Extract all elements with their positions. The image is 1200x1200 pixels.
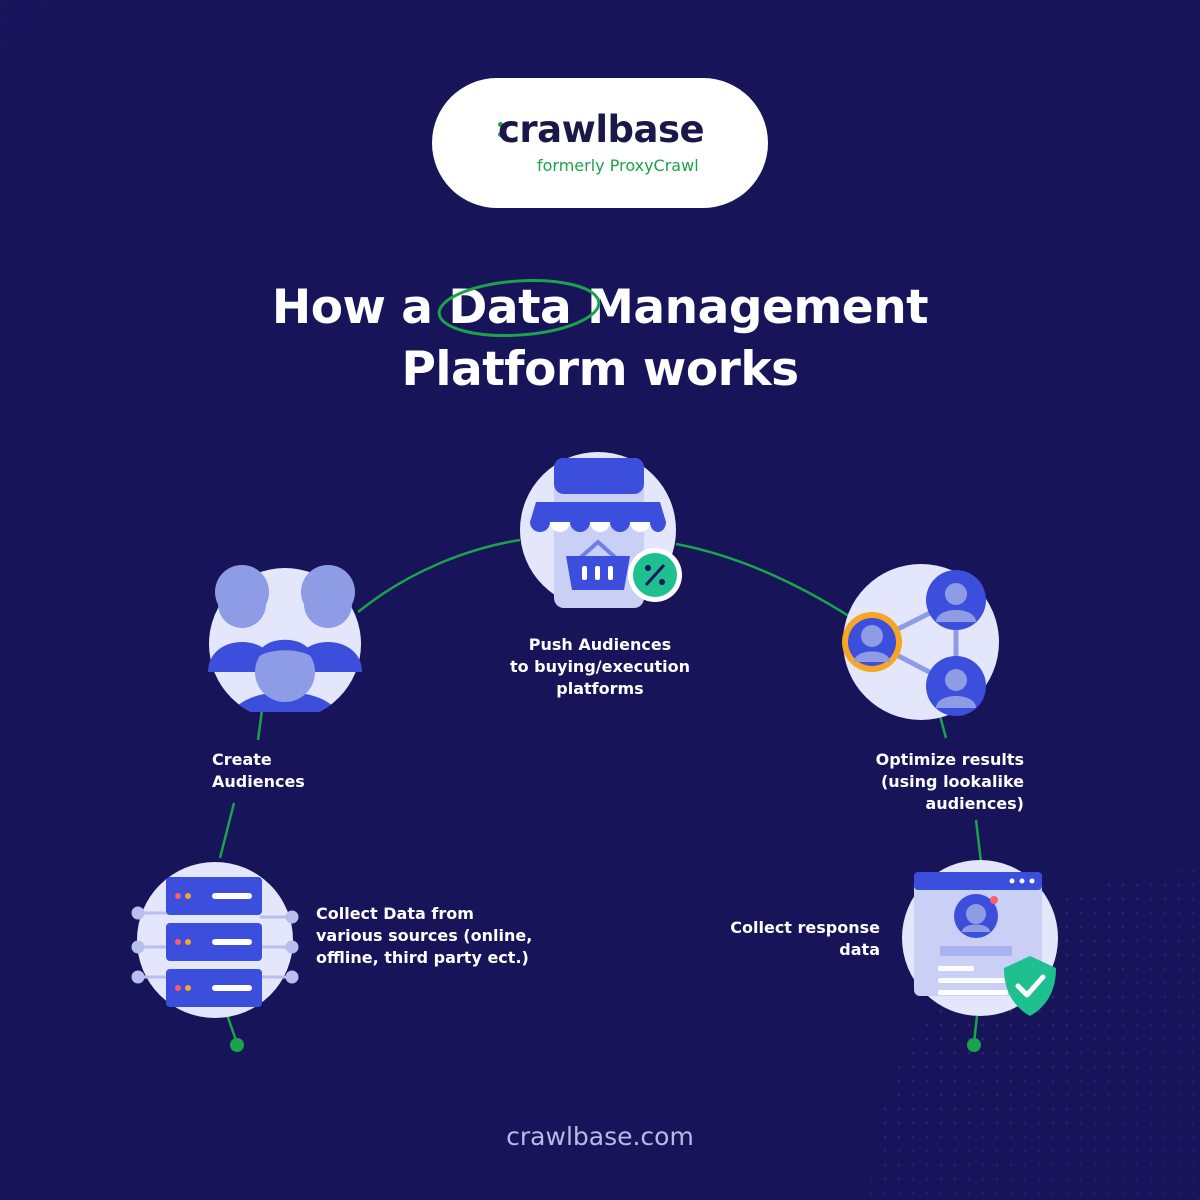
label-line: to buying/execution — [509, 657, 691, 676]
label-line: various sources (online, — [316, 926, 533, 945]
label-line: platforms — [556, 679, 644, 698]
label-line: Audiences — [212, 772, 305, 791]
step-label-collect-data: Collect Data from various sources (onlin… — [316, 903, 532, 969]
label-line: offline, third party ect.) — [316, 948, 529, 967]
step-label-create-audiences: Create Audiences — [212, 749, 305, 793]
logo-subtitle: formerly ProxyCrawl — [537, 156, 699, 175]
people-group-icon — [208, 565, 362, 712]
server-icon — [131, 862, 299, 1018]
label-line: (using lookalike — [880, 772, 1024, 791]
network-people-icon — [842, 564, 999, 720]
step-label-collect-response: Collect response data — [680, 917, 880, 961]
label-line: Optimize results — [875, 750, 1024, 769]
logo-dots-icon — [498, 122, 504, 148]
label-line: data — [839, 940, 880, 959]
highlight-ellipse-icon — [438, 278, 601, 338]
label-line: Push Audiences — [528, 635, 672, 654]
label-line: Collect Data from — [316, 904, 474, 923]
logo-badge: crawlbase formerly ProxyCrawl — [432, 78, 768, 208]
page-title-line-2: Platform works — [401, 342, 799, 397]
logo-text: crawlbase — [498, 108, 705, 151]
title-text-after: Management — [587, 280, 929, 335]
shop-basket-icon — [520, 452, 682, 608]
page-title-line-1: How a Data Management — [0, 278, 1200, 338]
step-label-optimize-results: Optimize results (using lookalike audien… — [824, 749, 1024, 815]
title-text-before: How a — [271, 280, 433, 335]
step-label-push-audiences: Push Audiences to buying/execution platf… — [500, 634, 700, 700]
profile-shield-icon — [902, 860, 1058, 1016]
footer-url: crawlbase.com — [506, 1122, 694, 1151]
label-line: Collect response — [730, 918, 880, 937]
label-line: Create — [212, 750, 272, 769]
title-highlight-word: Data — [438, 278, 601, 338]
label-line: audiences) — [925, 794, 1024, 813]
